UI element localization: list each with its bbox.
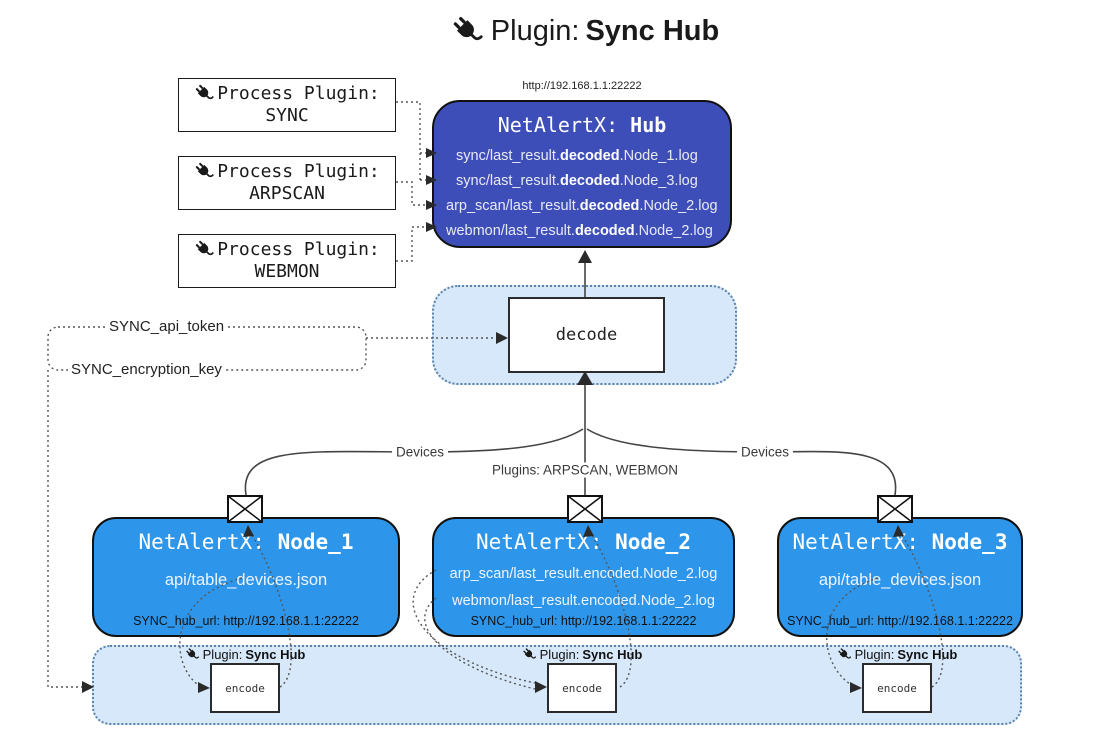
process-plugin-label: Process Plugin: — [217, 239, 380, 260]
encoder-plugin-label: Plugin: Sync Hub — [135, 647, 355, 662]
hub-log-line: sync/last_result.decoded.Node_1.log — [456, 148, 698, 164]
encoder-group-3: Plugin: Sync Hub encode — [787, 645, 1007, 713]
encoder-group-2: Plugin: Sync Hub encode — [472, 645, 692, 713]
plug-icon — [522, 647, 537, 662]
hub-title-prefix: NetAlertX: — [497, 113, 631, 137]
process-plugin-name: WEBMON — [254, 261, 320, 282]
node-title: NetAlertX: Node_3 — [792, 530, 1008, 554]
node-file: api/table_devices.json — [818, 571, 982, 589]
node-hub-url: SYNC_hub_url: http://192.168.1.1:22222 — [133, 614, 359, 628]
node-file: webmon/last_result.encoded.Node_2.log — [452, 593, 715, 609]
process-plugin-sync: Process Plugin: SYNC — [178, 78, 396, 132]
process-plugin-name: ARPSCAN — [249, 183, 325, 204]
hub-log-line: arp_scan/last_result.decoded.Node_2.log — [446, 198, 718, 214]
encoder-group-1: Plugin: Sync Hub encode — [135, 645, 355, 713]
process-plugin-arpscan: Process Plugin: ARPSCAN — [178, 156, 396, 210]
plug-icon — [194, 83, 215, 104]
node-hub-url: SYNC_hub_url: http://192.168.1.1:22222 — [787, 614, 1013, 628]
node-2-box: NetAlertX: Node_2 arp_scan/last_result.e… — [432, 517, 735, 637]
process-plugin-label: Process Plugin: — [217, 83, 380, 104]
encode-box: encode — [547, 663, 617, 713]
encoder-plugin-label: Plugin: Sync Hub — [472, 647, 692, 662]
node-title: NetAlertX: Node_2 — [476, 530, 691, 554]
node-3-box: NetAlertX: Node_3 api/table_devices.json… — [777, 517, 1023, 637]
page-title-name: Sync Hub — [585, 14, 720, 47]
plugins-center-label: Plugins: ARPSCAN, WEBMON — [487, 462, 683, 478]
edge-secrets — [47, 326, 508, 693]
hub-log-line: webmon/last_result.decoded.Node_2.log — [446, 223, 713, 239]
process-plugin-label: Process Plugin: — [217, 161, 380, 182]
node-hub-url: SYNC_hub_url: http://192.168.1.1:22222 — [470, 614, 697, 628]
edge-sync-plugin-to-hub — [396, 101, 437, 185]
node-file: api/table_devices.json — [164, 571, 328, 589]
node-file: arp_scan/last_result.encoded.Node_2.log — [449, 566, 718, 582]
node-1-box: NetAlertX: Node_1 api/table_devices.json… — [92, 517, 400, 637]
decode-box: decode — [508, 297, 665, 373]
hub-log-line: sync/last_result.decoded.Node_3.log — [456, 173, 698, 189]
sync-encryption-key-label: SYNC_encryption_key — [68, 361, 225, 378]
sync-api-token-label: SYNC_api_token — [106, 318, 228, 335]
edge-webmon-plugin-to-hub — [396, 222, 437, 262]
envelope-icon — [877, 495, 913, 523]
plug-icon — [451, 14, 485, 48]
plug-icon — [185, 647, 200, 662]
plug-icon — [194, 161, 215, 182]
hub-url-label: http://192.168.1.1:22222 — [522, 80, 642, 92]
edge-arpscan-plugin-to-hub — [396, 181, 437, 210]
node-title: NetAlertX: Node_1 — [138, 530, 354, 554]
encode-box: encode — [862, 663, 932, 713]
plug-icon — [837, 647, 852, 662]
hub-title-name: Hub — [630, 113, 667, 137]
envelope-icon — [227, 495, 263, 523]
devices-right-label: Devices — [736, 444, 794, 460]
process-plugin-name: SYNC — [265, 105, 309, 126]
encode-box: encode — [210, 663, 280, 713]
devices-left-label: Devices — [391, 444, 449, 460]
plug-icon — [194, 239, 215, 260]
page-title: Plugin: Sync Hub — [451, 14, 719, 48]
hub-title: NetAlertX: Hub — [434, 113, 730, 137]
envelope-icon — [567, 495, 603, 523]
hub-box: NetAlertX: Hub sync/last_result.decoded.… — [432, 100, 732, 248]
encoder-plugin-label: Plugin: Sync Hub — [787, 647, 1007, 662]
page-title-prefix: Plugin: — [490, 14, 580, 47]
process-plugin-webmon: Process Plugin: WEBMON — [178, 234, 396, 288]
